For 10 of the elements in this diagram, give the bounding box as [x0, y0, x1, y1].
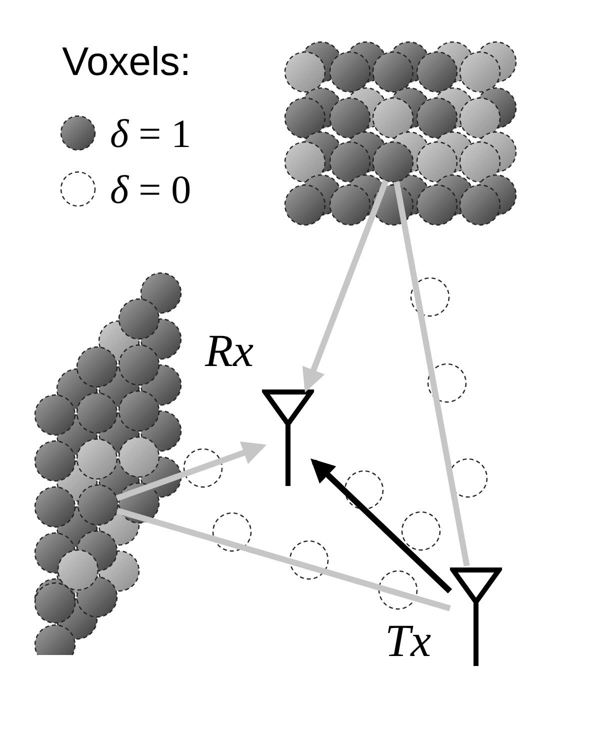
signal-line	[116, 508, 451, 612]
antenna-label: Rx	[205, 328, 254, 374]
legend-label: δ = 0	[110, 170, 192, 210]
legend-title: Voxels:	[62, 42, 191, 82]
arrow	[302, 180, 389, 392]
arrow	[116, 441, 267, 502]
signal-line	[394, 181, 470, 567]
arrow	[310, 458, 452, 594]
legend-label: δ = 1	[110, 114, 192, 154]
antenna-label: Tx	[385, 618, 431, 664]
